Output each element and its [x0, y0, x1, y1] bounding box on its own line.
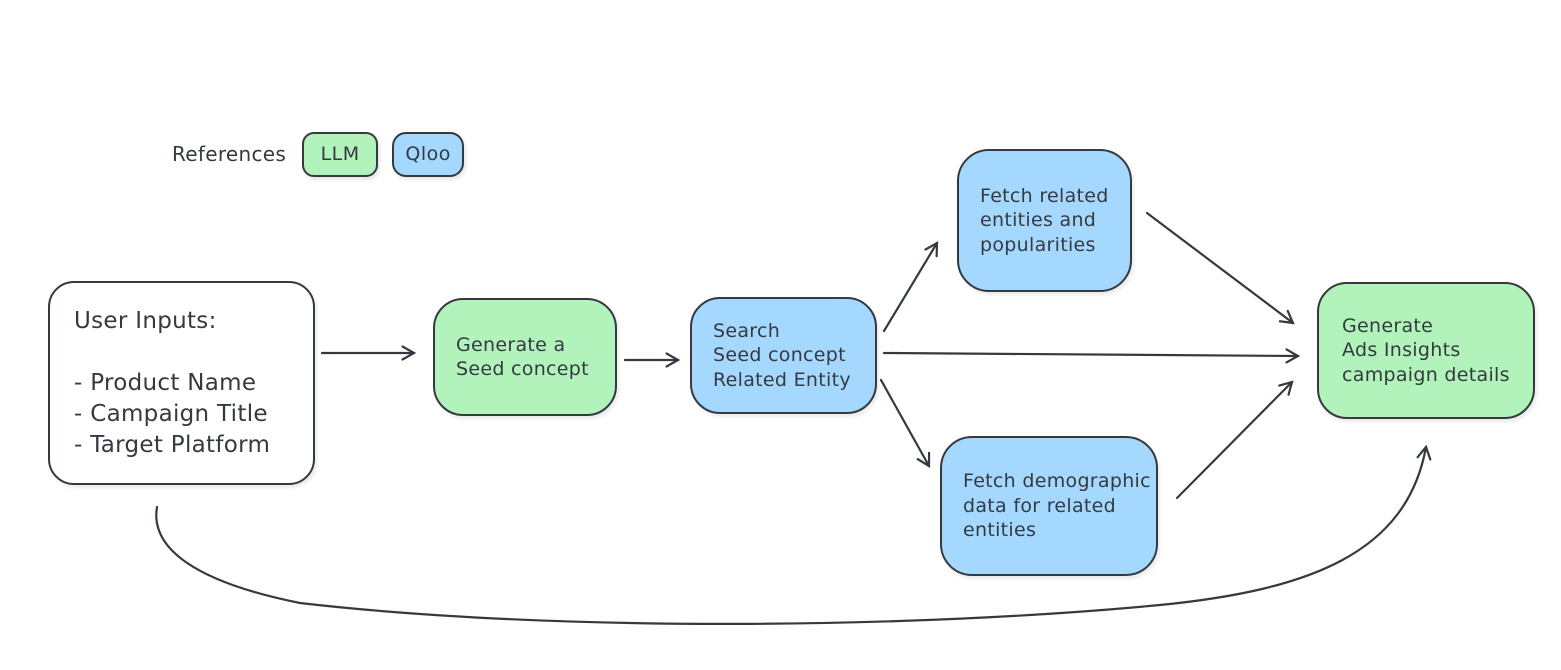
node-generate-seed-line: Seed concept — [456, 358, 589, 380]
legend-title: References — [172, 142, 287, 166]
node-user-inputs-line: User Inputs: — [74, 307, 217, 334]
legend-chip-llm-label: LLM — [320, 143, 360, 165]
arrow-fetch-demographic-to-generate-ads[interactable] — [1175, 380, 1294, 500]
node-fetch-related-line: popularities — [980, 233, 1096, 256]
node-search-related-line: Search — [713, 319, 781, 342]
node-generate-seed-line: Generate a — [456, 333, 566, 356]
node-user-inputs-line: - Target Platform — [74, 431, 271, 458]
node-fetch-demographic-line: Fetch demographic — [963, 470, 1151, 493]
node-search-seed-concept-related-entity[interactable]: Search Seed concept Related Entity — [690, 297, 877, 414]
node-fetch-demographic-line: data for related — [963, 494, 1117, 517]
arrow-user-inputs-to-generate-ads-curved[interactable] — [155, 444, 1432, 625]
node-fetch-related-entities[interactable]: Fetch related entities and popularities — [957, 149, 1132, 292]
legend: References LLM Qloo — [172, 131, 478, 177]
node-search-related-line: Seed concept — [713, 344, 846, 367]
node-fetch-related-line: entities and — [980, 209, 1097, 232]
node-generate-seed-concept[interactable]: Generate a Seed concept — [433, 298, 617, 416]
node-user-inputs-line: - Campaign Title — [74, 400, 268, 427]
arrow-search-to-fetch-related[interactable] — [882, 241, 939, 333]
arrow-search-to-generate-ads[interactable] — [882, 348, 1301, 364]
node-user-inputs-line: - Product Name — [74, 369, 257, 396]
legend-chip-llm[interactable]: LLM — [302, 131, 379, 177]
arrow-search-to-fetch-demographic[interactable] — [879, 378, 931, 468]
node-generate-ads-line: Ads Insights — [1342, 339, 1461, 362]
node-generate-ads-insights[interactable]: Generate Ads Insights campaign details — [1317, 282, 1535, 419]
node-user-inputs[interactable]: User Inputs: - Product Name - Campaign T… — [48, 281, 315, 485]
node-search-related-line: Related Entity — [713, 368, 851, 391]
node-user-inputs-line — [74, 337, 313, 368]
arrow-fetch-related-to-generate-ads[interactable] — [1145, 211, 1295, 325]
legend-chip-qloo-label: Qloo — [405, 143, 451, 165]
node-generate-ads-line: Generate — [1342, 314, 1434, 337]
node-fetch-related-line: Fetch related — [980, 184, 1109, 207]
node-fetch-demographic-data[interactable]: Fetch demographic data for related entit… — [940, 436, 1158, 576]
node-fetch-demographic-line: entities — [963, 519, 1037, 542]
legend-chip-qloo[interactable]: Qloo — [392, 131, 465, 177]
node-generate-ads-line: campaign details — [1342, 363, 1510, 386]
